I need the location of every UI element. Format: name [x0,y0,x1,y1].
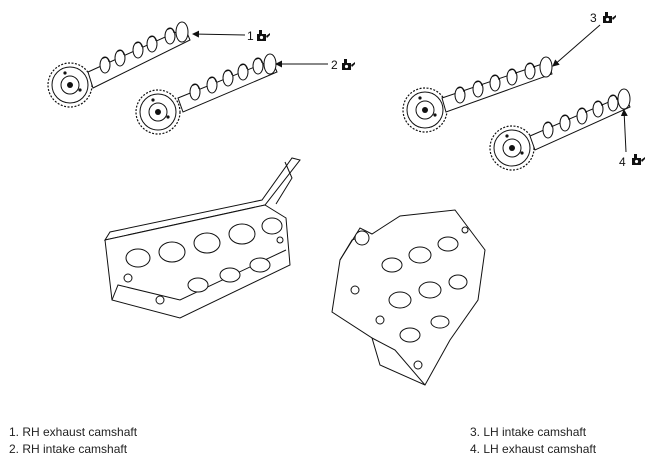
lh-exhaust-camshaft [489,88,631,171]
lh-intake-camshaft [402,56,553,133]
rh-exhaust-camshaft [47,21,191,108]
legend-item-4: 4. LH exhaust camshaft [470,442,597,456]
callout-leaders [192,24,628,153]
oil-can-icon [342,59,355,70]
oil-can-icon [257,30,270,41]
legend-item-1: 1. RH exhaust camshaft [9,425,138,439]
lh-cylinder-head [331,209,486,386]
callout-2: 2 [331,58,338,72]
callout-3: 3 [590,11,597,25]
legend-item-2: 2. RH intake camshaft [9,442,128,456]
rh-cylinder-head [103,157,301,319]
callout-4: 4 [619,155,626,169]
oil-can-icon [603,12,616,23]
rh-intake-camshaft [135,53,278,135]
legend-left: 1. RH exhaust camshaft 2. RH intake cams… [9,424,137,458]
camshaft-diagram: 1 2 3 4 [47,11,645,386]
oil-can-icon [632,154,645,165]
callout-1: 1 [247,29,254,43]
legend-right: 3. LH intake camshaft 4. LH exhaust cams… [470,424,596,458]
legend-item-3: 3. LH intake camshaft [470,425,587,439]
